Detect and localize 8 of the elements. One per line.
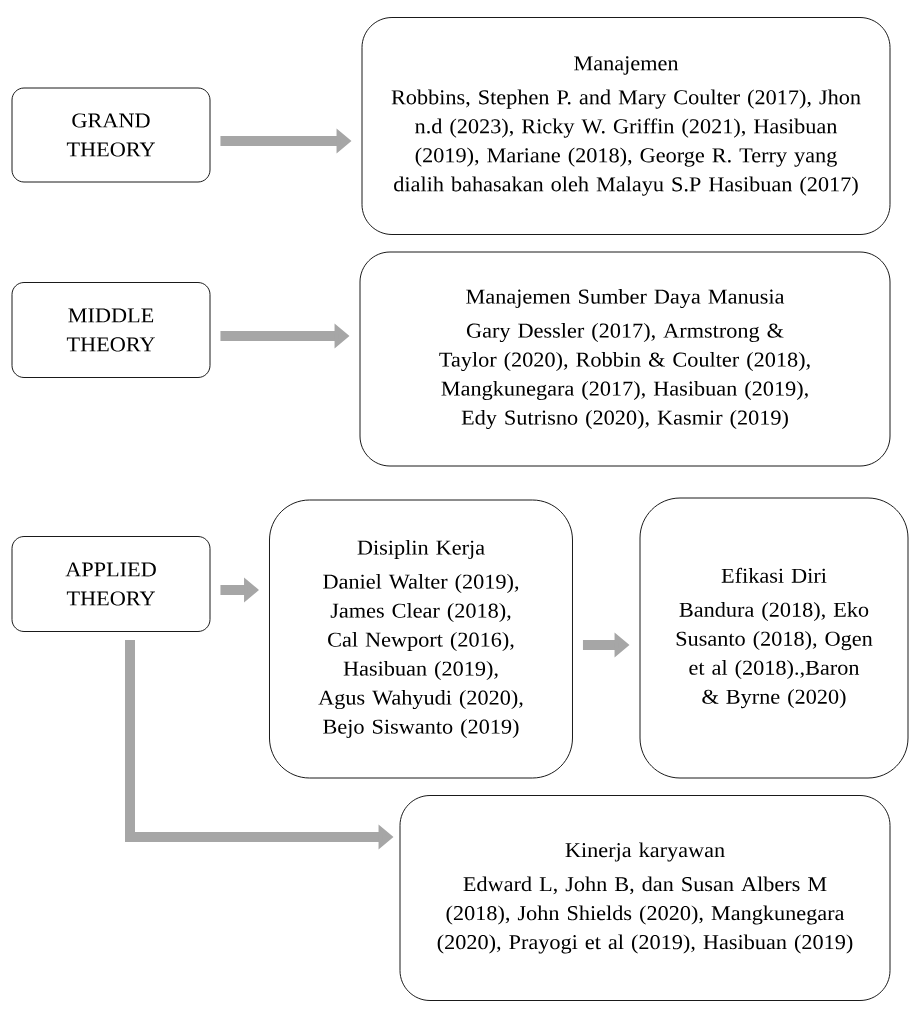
reference-box: Disiplin Kerja Daniel Walter (2019), James Clear (2018), Cal Newport (2016), Hasibuan (2019), Agus Wahyudi (2020), Bejo Siswanto (2019): [269, 499, 573, 779]
theory-box: MIDDLE THEORY: [11, 282, 211, 378]
reference-box: Manajemen Robbins, Stephen P. and Mary Coulter (2017), Jhon n.d (2023), Ricky W. Griffin (2021), Hasibuan (2019), Mariane (2018), George R. Terry yang dialih bahasakan oleh Malayu S.P Hasibuan (2017): [361, 17, 891, 235]
reference-box: Efikasi Diri Bandura (2018), Eko Susanto (2018), Ogen et al (2018).,Baron & Byrne (2020): [639, 497, 909, 779]
theory-box: APPLIED THEORY: [11, 536, 211, 632]
reference-box: Manajemen Sumber Daya Manusia Gary Dessler (2017), Armstrong & Taylor (2020), Robbin & Coulter (2018), Mangkunegara (2017), Hasibuan (2019), Edy Sutrisno (2020), Kasmir (2019): [359, 251, 891, 467]
theory-box: GRAND THEORY: [11, 87, 211, 183]
reference-box: Kinerja karyawan Edward L, John B, dan Susan Albers M (2018), John Shields (2020), Mangkunegara (2020), Prayogi et al (2019), Hasibuan (2019): [399, 795, 891, 1001]
